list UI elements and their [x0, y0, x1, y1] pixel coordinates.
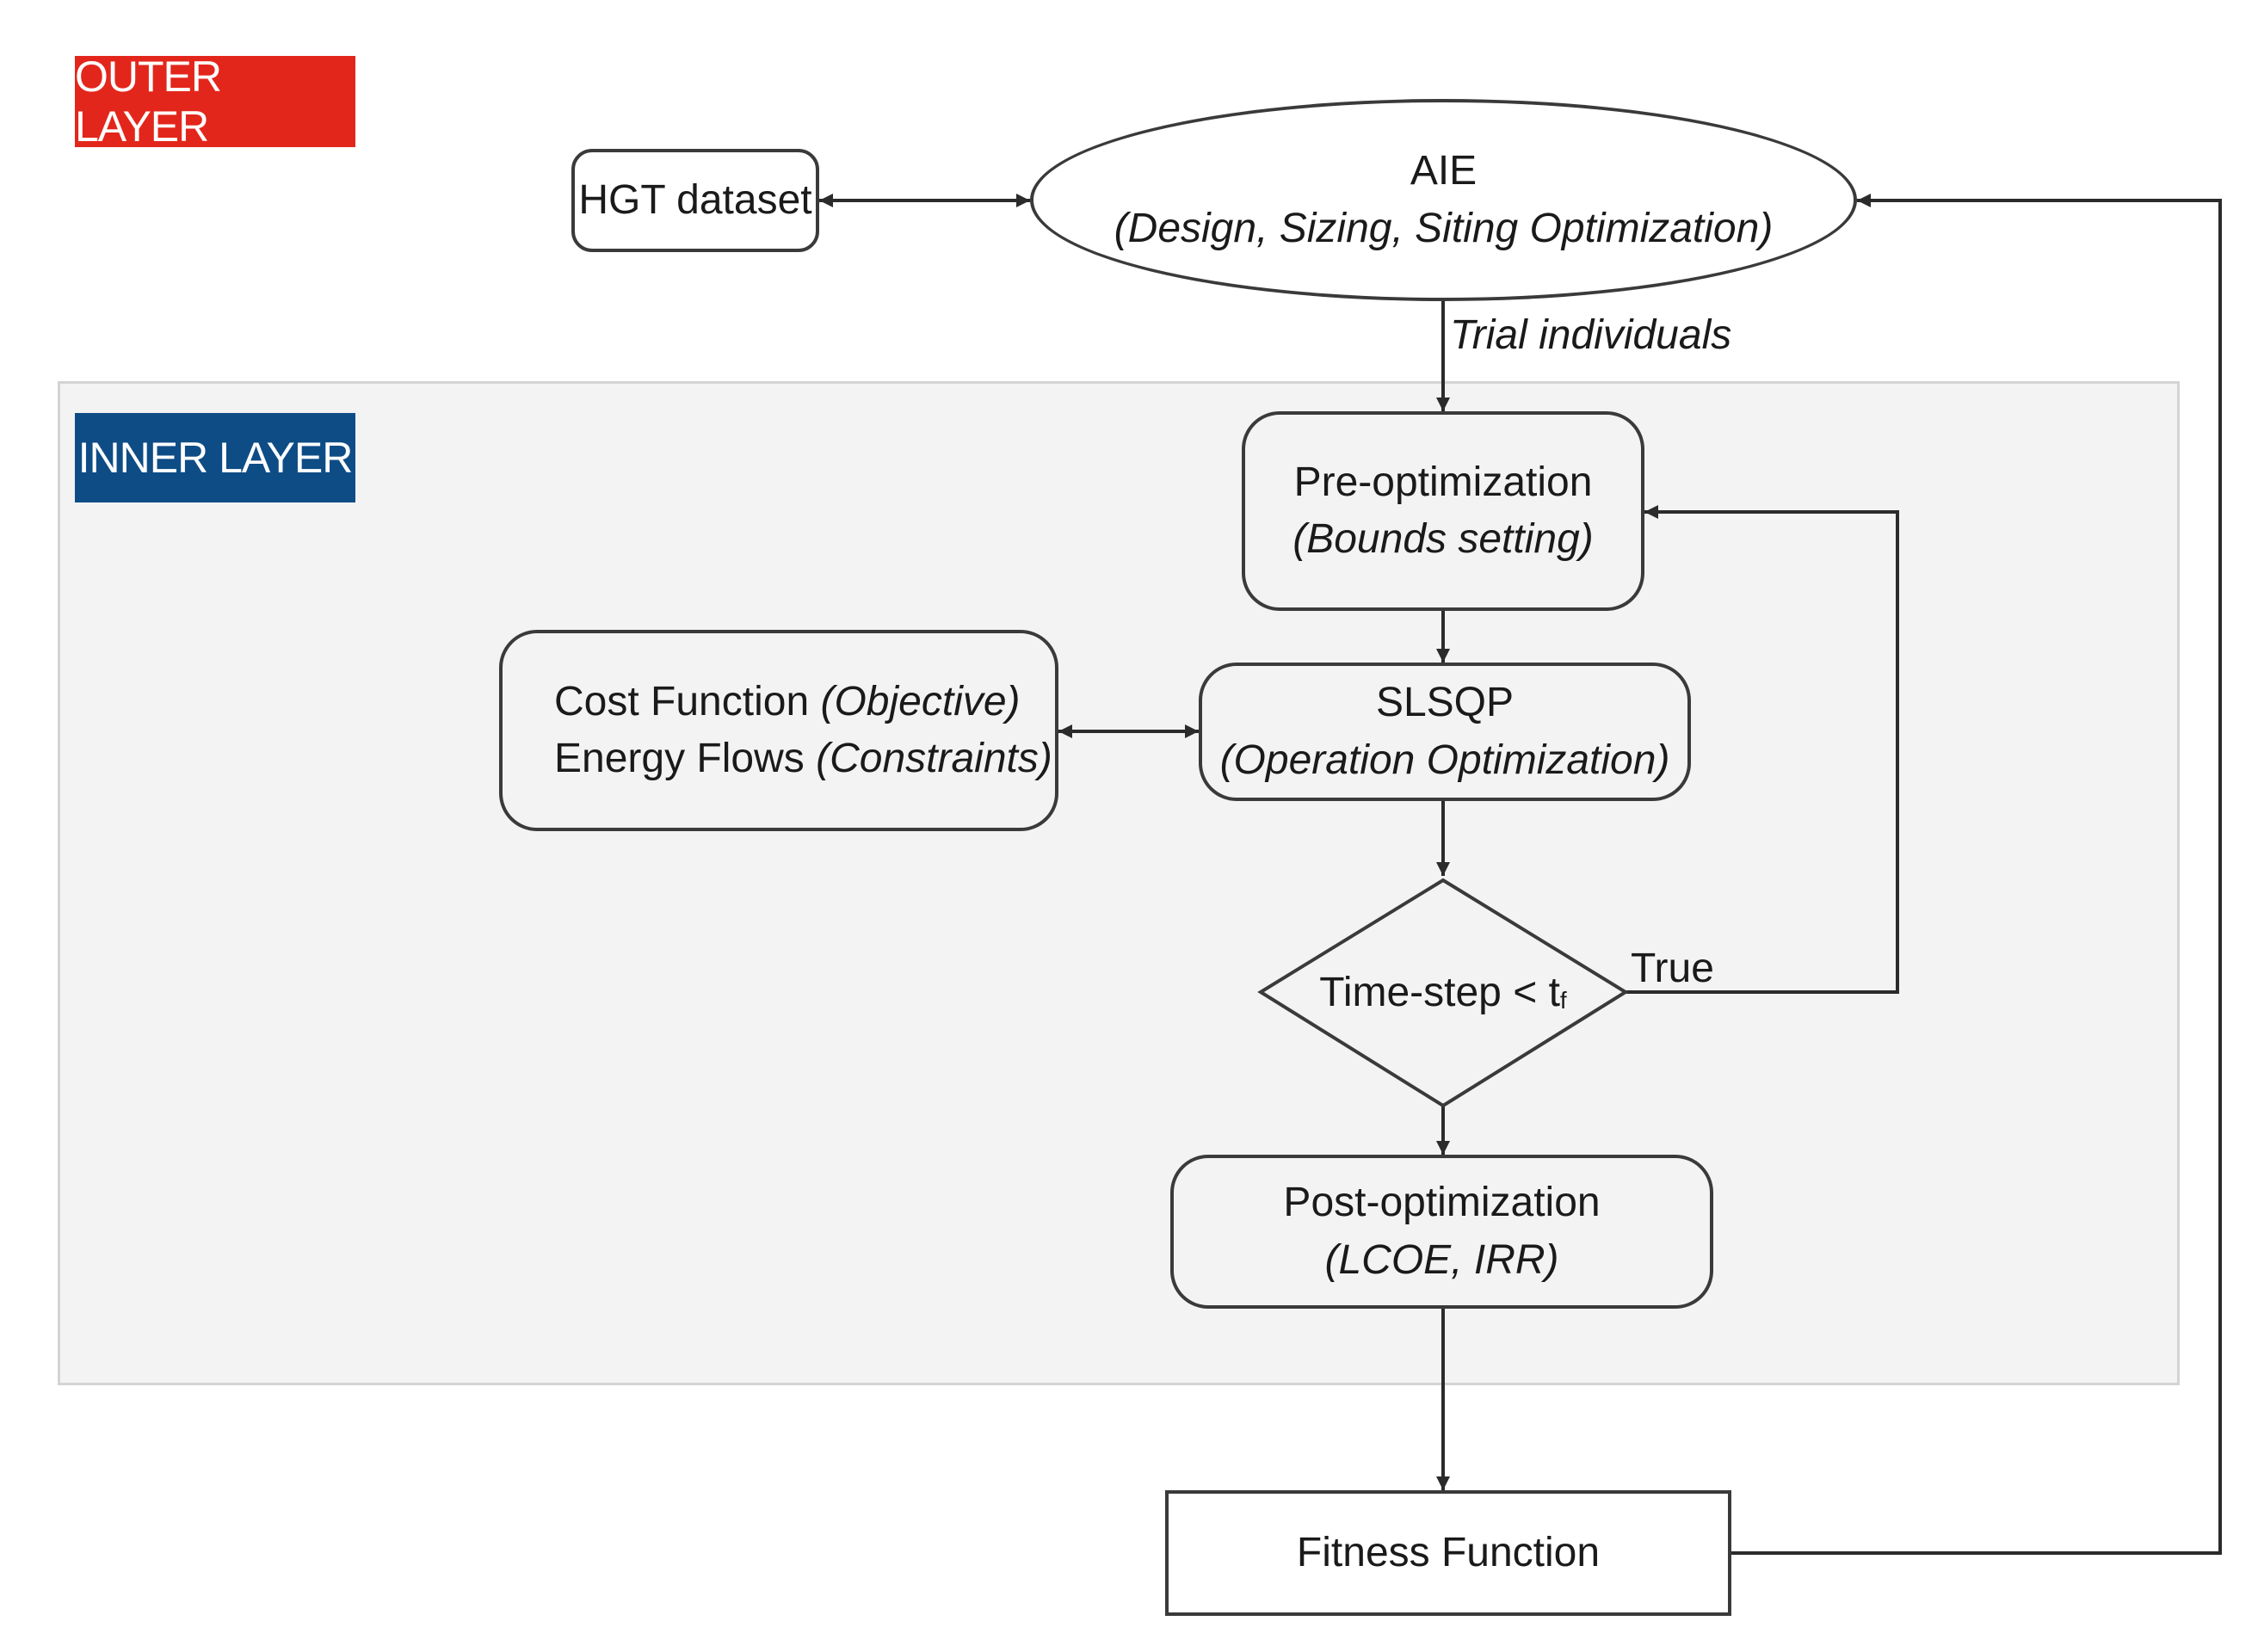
energy-flows-line: Energy Flows (Constraints) — [554, 730, 1052, 787]
trial-individuals-label: Trial individuals — [1450, 312, 1732, 358]
inner-layer-label: INNER LAYER — [75, 413, 355, 502]
aie-title: AIE — [1410, 148, 1478, 194]
post-optimization-subtitle: (LCOE, IRR) — [1324, 1236, 1559, 1283]
decision-diamond — [1257, 878, 1629, 1108]
edge-fitness-aie — [1731, 194, 2222, 1555]
energy-flows-text: Energy Flows — [554, 736, 805, 781]
inner-layer-panel — [58, 381, 2180, 1385]
slsqp-node: SLSQP (Operation Optimization) — [1199, 663, 1691, 801]
hgt-dataset-node: HGT dataset — [571, 149, 819, 252]
cost-function-line: Cost Function (Objective) — [554, 674, 1021, 730]
objective-text: (Objective) — [820, 678, 1021, 724]
cost-function-text: Cost Function — [554, 678, 810, 724]
aie-subtitle: (Design, Sizing, Siting Optimization) — [1114, 205, 1774, 251]
slsqp-subtitle: (Operation Optimization) — [1219, 737, 1670, 783]
post-optimization-node: Post-optimization (LCOE, IRR) — [1170, 1155, 1713, 1309]
fitness-function-label: Fitness Function — [1296, 1529, 1601, 1575]
aie-node: AIE (Design, Sizing, Siting Optimization… — [1030, 99, 1857, 301]
cost-function-node: Cost Function (Objective) Energy Flows (… — [499, 630, 1058, 831]
pre-optimization-node: Pre-optimization (Bounds setting) — [1242, 411, 1644, 611]
post-optimization-title: Post-optimization — [1283, 1180, 1601, 1226]
constraints-text: (Constraints) — [816, 736, 1052, 781]
fitness-function-node: Fitness Function — [1165, 1490, 1731, 1616]
true-label: True — [1631, 946, 1714, 991]
decision-subscript: f — [1559, 987, 1567, 1014]
hgt-dataset-label: HGT dataset — [578, 176, 812, 223]
decision-condition: Time-step < t — [1319, 969, 1560, 1015]
outer-layer-label: OUTER LAYER — [75, 52, 355, 151]
pre-optimization-title: Pre-optimization — [1293, 459, 1593, 505]
edge-true-loop — [1626, 505, 1899, 994]
pre-optimization-subtitle: (Bounds setting) — [1292, 516, 1594, 562]
slsqp-title: SLSQP — [1375, 680, 1515, 726]
